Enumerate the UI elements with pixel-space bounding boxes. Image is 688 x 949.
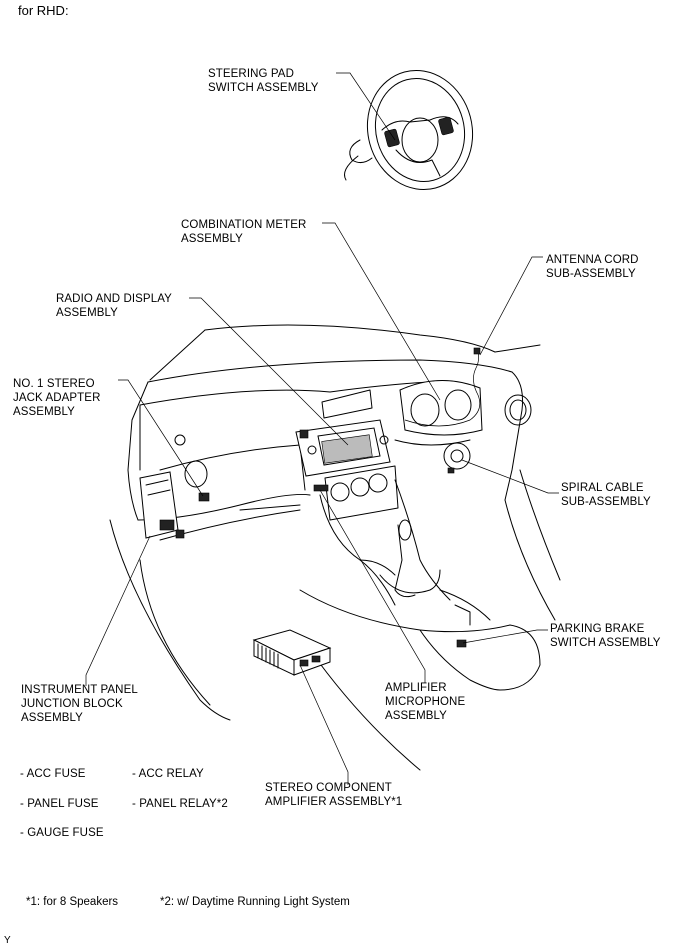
relay-panel: - PANEL RELAY*2 — [132, 798, 228, 810]
antenna-cord-drawing — [404, 347, 481, 427]
label-radio-display: RADIO AND DISPLAY ASSEMBLY — [56, 293, 172, 319]
stereo-jack-drawing — [198, 492, 210, 502]
label-junction-block: INSTRUMENT PANEL JUNCTION BLOCK ASSEMBLY — [21, 684, 138, 724]
fuse-gauge: - GAUGE FUSE — [20, 827, 104, 839]
relay-acc: - ACC RELAY — [132, 768, 204, 780]
label-stereo-component-amplifier: STEREO COMPONENT AMPLIFIER ASSEMBLY*1 — [265, 782, 403, 808]
corner-mark: Y — [4, 935, 11, 946]
label-combination-meter: COMBINATION METER ASSEMBLY — [181, 219, 307, 245]
label-stereo-jack-adapter: NO. 1 STEREO JACK ADAPTER ASSEMBLY — [13, 378, 101, 418]
radio-display-drawing — [295, 419, 391, 477]
fuse-panel: - PANEL FUSE — [20, 798, 99, 810]
junction-block-drawing — [139, 471, 185, 539]
combination-meter-drawing — [394, 380, 483, 446]
fuse-acc: - ACC FUSE — [20, 768, 86, 780]
label-spiral-cable: SPIRAL CABLE SUB-ASSEMBLY — [561, 482, 651, 508]
steering-wheel-drawing — [344, 70, 474, 190]
amp-microphone-drawing — [313, 484, 329, 492]
label-antenna-cord: ANTENNA CORD SUB-ASSEMBLY — [546, 254, 639, 280]
label-amplifier-microphone: AMPLIFIER MICROPHONE ASSEMBLY — [385, 682, 466, 722]
leader-lines — [85, 72, 559, 785]
footnote-2: *2: w/ Daytime Running Light System — [160, 896, 350, 908]
dashboard-drawing — [109, 324, 561, 771]
page-title: for RHD: — [18, 3, 69, 18]
label-steering-pad-switch: STEERING PAD SWITCH ASSEMBLY — [208, 68, 319, 94]
label-parking-brake-switch: PARKING BRAKE SWITCH ASSEMBLY — [550, 623, 661, 649]
spiral-cable-drawing — [443, 442, 471, 474]
parking-brake-switch-drawing — [456, 639, 467, 648]
footnote-1: *1: for 8 Speakers — [26, 896, 119, 908]
stereo-amplifier-drawing — [252, 629, 332, 676]
